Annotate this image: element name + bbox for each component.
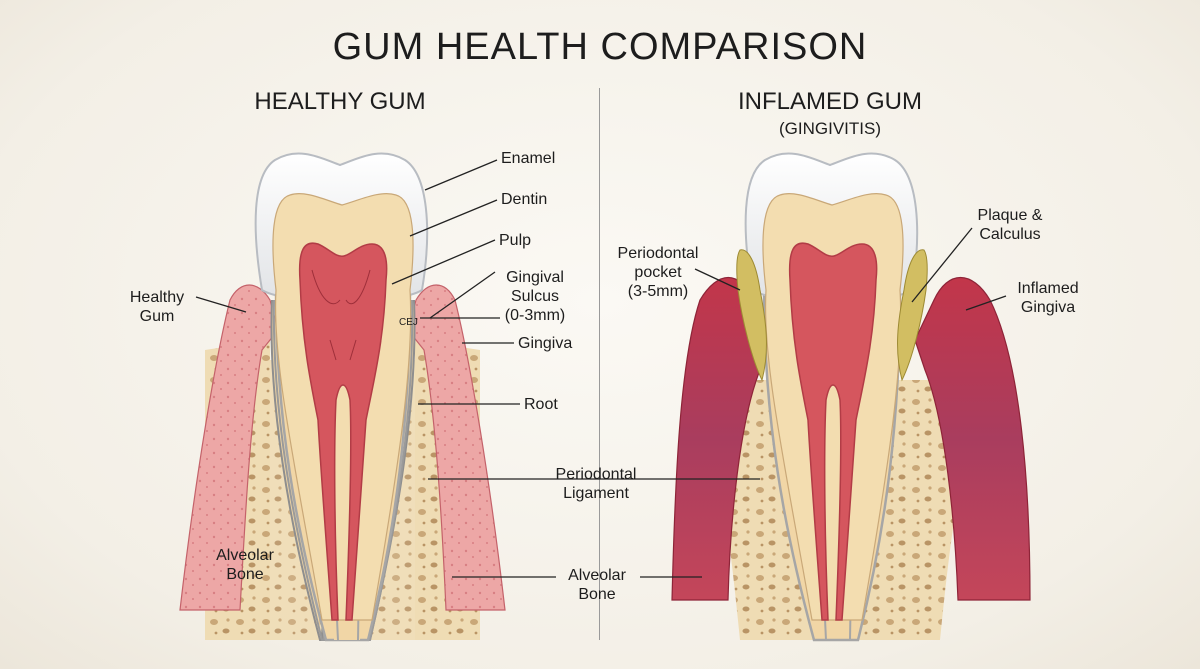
inflamed-gum-title: INFLAMED GUM	[737, 88, 922, 115]
label-alveolar-bone-left: Alveolar Bone	[216, 547, 274, 583]
label-cej: CEJ	[399, 317, 418, 328]
label-periodontal-ligament: Periodontal Ligament	[555, 466, 637, 502]
label-pulp: Pulp	[499, 232, 532, 249]
inflamed-tooth-group	[671, 152, 1031, 642]
healthy-gum-title: HEALTHY GUM	[254, 88, 426, 115]
label-gingiva: Gingiva	[518, 335, 573, 352]
inflamed-pulp	[788, 242, 878, 621]
inflamed-gum-right	[914, 276, 1031, 601]
page-title: GUM HEALTH COMPARISON	[332, 26, 868, 68]
label-gingival-sulcus: Gingival Sulcus (0-3mm)	[504, 269, 566, 324]
label-healthy-gum: Healthy Gum	[129, 289, 185, 325]
label-plaque-calculus: Plaque & Calculus	[977, 207, 1043, 243]
label-alveolar-bone-center: Alveolar Bone	[568, 567, 626, 603]
plaque-deposit-left	[736, 249, 767, 382]
panel-divider	[599, 88, 600, 640]
label-periodontal-pocket: Periodontal pocket (3-5mm)	[617, 245, 699, 300]
label-dentin: Dentin	[501, 191, 548, 208]
label-enamel: Enamel	[501, 150, 556, 167]
inflamed-gum-left	[671, 276, 771, 601]
healthy-gum-right	[407, 284, 506, 611]
label-root: Root	[524, 396, 558, 413]
leader-lines	[195, 159, 1007, 578]
gingivitis-subtitle: (GINGIVITIS)	[779, 119, 881, 138]
healthy-gum-left	[179, 284, 279, 611]
healthy-tooth-group	[179, 152, 506, 642]
plaque-deposit-right	[897, 249, 928, 382]
label-inflamed-gingiva: Inflamed Gingiva	[1017, 280, 1079, 316]
healthy-pulp	[298, 242, 388, 621]
